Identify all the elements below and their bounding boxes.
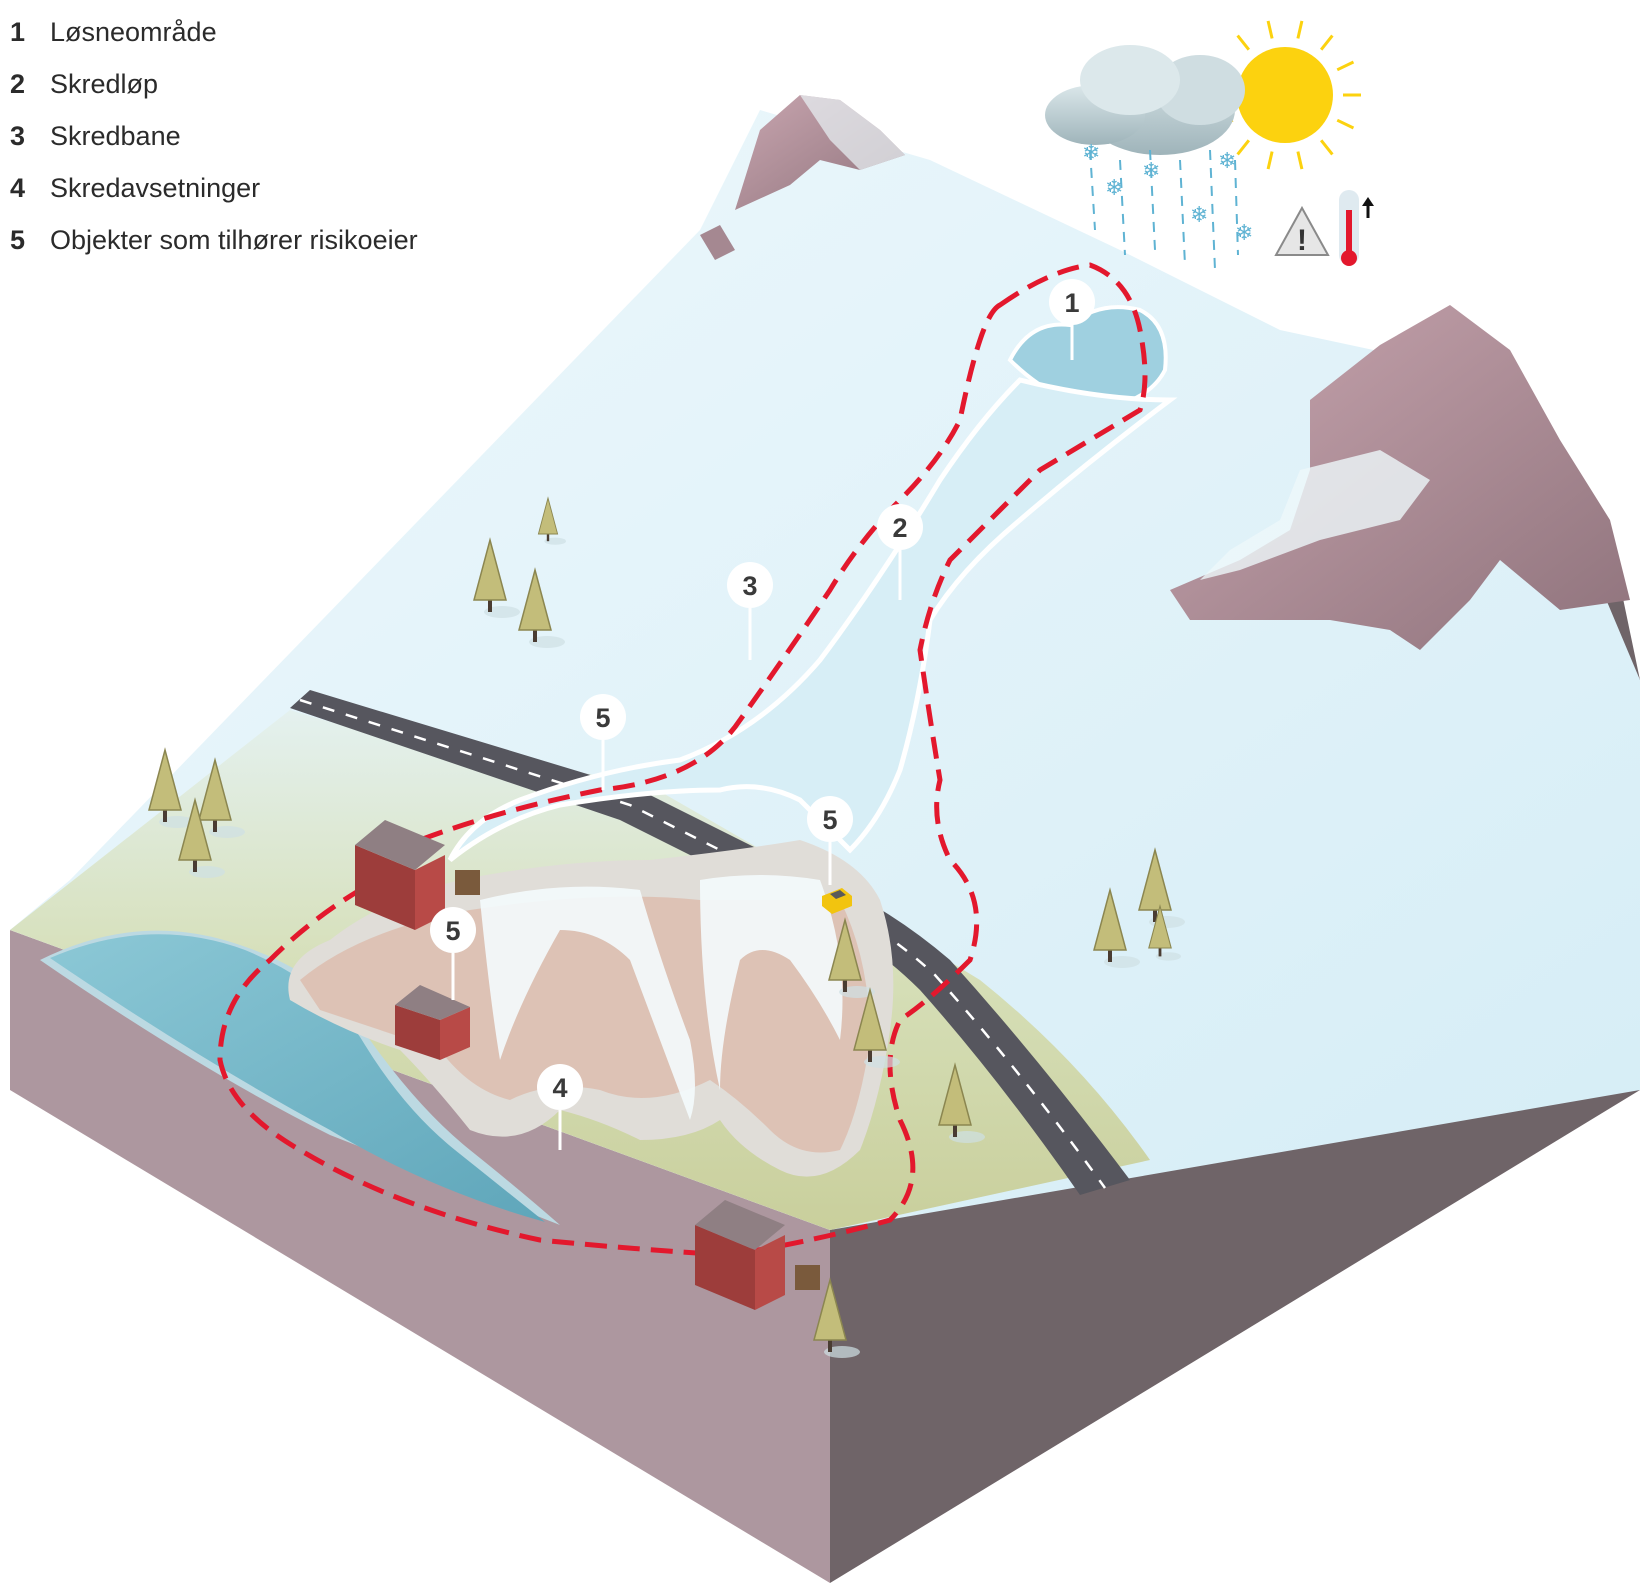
- mountain-peaks: [700, 95, 1630, 650]
- svg-text:❄: ❄: [1082, 141, 1100, 166]
- marker-object-car: 5: [807, 796, 853, 885]
- legend-item: 1 Løsneområde: [10, 6, 418, 58]
- marker-deposits: 4: [537, 1064, 583, 1150]
- house-3: [695, 1200, 820, 1310]
- legend-item: 2 Skredløp: [10, 58, 418, 110]
- legend-item: 3 Skredbane: [10, 110, 418, 162]
- cloud-icon: [1045, 45, 1245, 155]
- rain-lines: [1089, 149, 1239, 271]
- sun-ray: [1336, 60, 1355, 72]
- sun-ray: [1236, 34, 1251, 51]
- tree: [178, 797, 225, 878]
- avalanche-track: [447, 377, 1178, 862]
- house-2: [395, 985, 470, 1060]
- road-surface: [290, 690, 1130, 1195]
- sun-ray: [1296, 20, 1304, 39]
- thermometer-icon: [1339, 190, 1359, 266]
- legend-label: Objekter som tilhører risikoeier: [50, 224, 418, 255]
- sun-ray: [1236, 139, 1251, 156]
- marker-release-area: 1: [1049, 279, 1095, 360]
- tree: [198, 757, 245, 838]
- lake-water: [50, 934, 545, 1222]
- marker-object-house: 5: [430, 907, 476, 1000]
- tree: [473, 537, 520, 618]
- deposit-snow-fingers: [480, 875, 843, 1120]
- tree: [1093, 887, 1140, 968]
- terrain-block: [10, 110, 1640, 1583]
- sun-ray: [1266, 151, 1274, 170]
- legend-label: Løsneområde: [50, 16, 217, 47]
- legend-number: 4: [10, 172, 26, 203]
- trees: [148, 496, 1185, 1358]
- legend-label: Skredbane: [50, 120, 181, 151]
- tree: [1148, 903, 1181, 961]
- marker-release-area-label: 1: [1064, 288, 1079, 318]
- sun-ray: [1266, 20, 1274, 39]
- sun-ray: [1336, 118, 1355, 130]
- legend-item: 5 Objekter som tilhører risikoeier: [10, 214, 418, 266]
- marker-object-car-label: 5: [822, 805, 837, 835]
- marker-deposits-label: 4: [552, 1073, 567, 1103]
- sun-ray: [1296, 151, 1304, 170]
- warning-symbol: !: [1297, 224, 1307, 257]
- arrow-up-icon: [1362, 197, 1374, 218]
- marker-avalanche-path-label: 3: [742, 571, 757, 601]
- svg-text:❄: ❄: [1218, 149, 1236, 174]
- legend-label: Skredløp: [50, 68, 159, 99]
- svg-text:❄: ❄: [1190, 203, 1208, 228]
- svg-text:❄: ❄: [1142, 159, 1160, 184]
- legend-label: Skredavsetninger: [50, 172, 261, 203]
- marker-object-road-label: 5: [595, 703, 610, 733]
- marker-avalanche-track-label: 2: [892, 513, 907, 543]
- tree: [853, 987, 900, 1068]
- rock-outcrop: [700, 225, 735, 260]
- peak-left-snow: [800, 95, 905, 170]
- legend-number: 1: [10, 16, 26, 47]
- svg-text:❄: ❄: [1105, 176, 1123, 201]
- marker-avalanche-track: 2: [877, 504, 923, 600]
- weather: ❄ ❄ ❄ ❄ ❄ ❄ !: [1045, 20, 1374, 271]
- legend-number: 3: [10, 120, 26, 151]
- marker-avalanche-path: 3: [727, 562, 773, 660]
- house-1: [355, 820, 480, 930]
- svg-text:❄: ❄: [1235, 221, 1253, 246]
- peak-right-snow: [1200, 450, 1430, 580]
- marker-object-road: 5: [580, 694, 626, 790]
- legend-number: 5: [10, 224, 26, 255]
- legend-number: 2: [10, 68, 26, 99]
- legend-item: 4 Skredavsetninger: [10, 162, 418, 214]
- legend: 1 Løsneområde 2 Skredløp 3 Skredbane 4 Skred…: [10, 6, 418, 266]
- tree: [518, 567, 565, 648]
- snowflake-icon: ❄ ❄ ❄ ❄ ❄ ❄: [1082, 141, 1253, 246]
- sun-ray: [1319, 139, 1334, 156]
- tree: [148, 747, 195, 828]
- tree: [813, 1277, 860, 1358]
- tree: [938, 1062, 985, 1143]
- sun-ray: [1319, 34, 1334, 51]
- tree: [537, 496, 566, 545]
- car: [822, 888, 852, 914]
- tree: [828, 917, 875, 998]
- marker-object-house-label: 5: [445, 916, 460, 946]
- markers: 1 2 3 4 5 5 5: [430, 279, 1095, 1150]
- ground-front-left-face: [10, 930, 830, 1583]
- warning-icon: !: [1274, 205, 1330, 257]
- hazard-zone-outline: [217, 262, 1148, 1258]
